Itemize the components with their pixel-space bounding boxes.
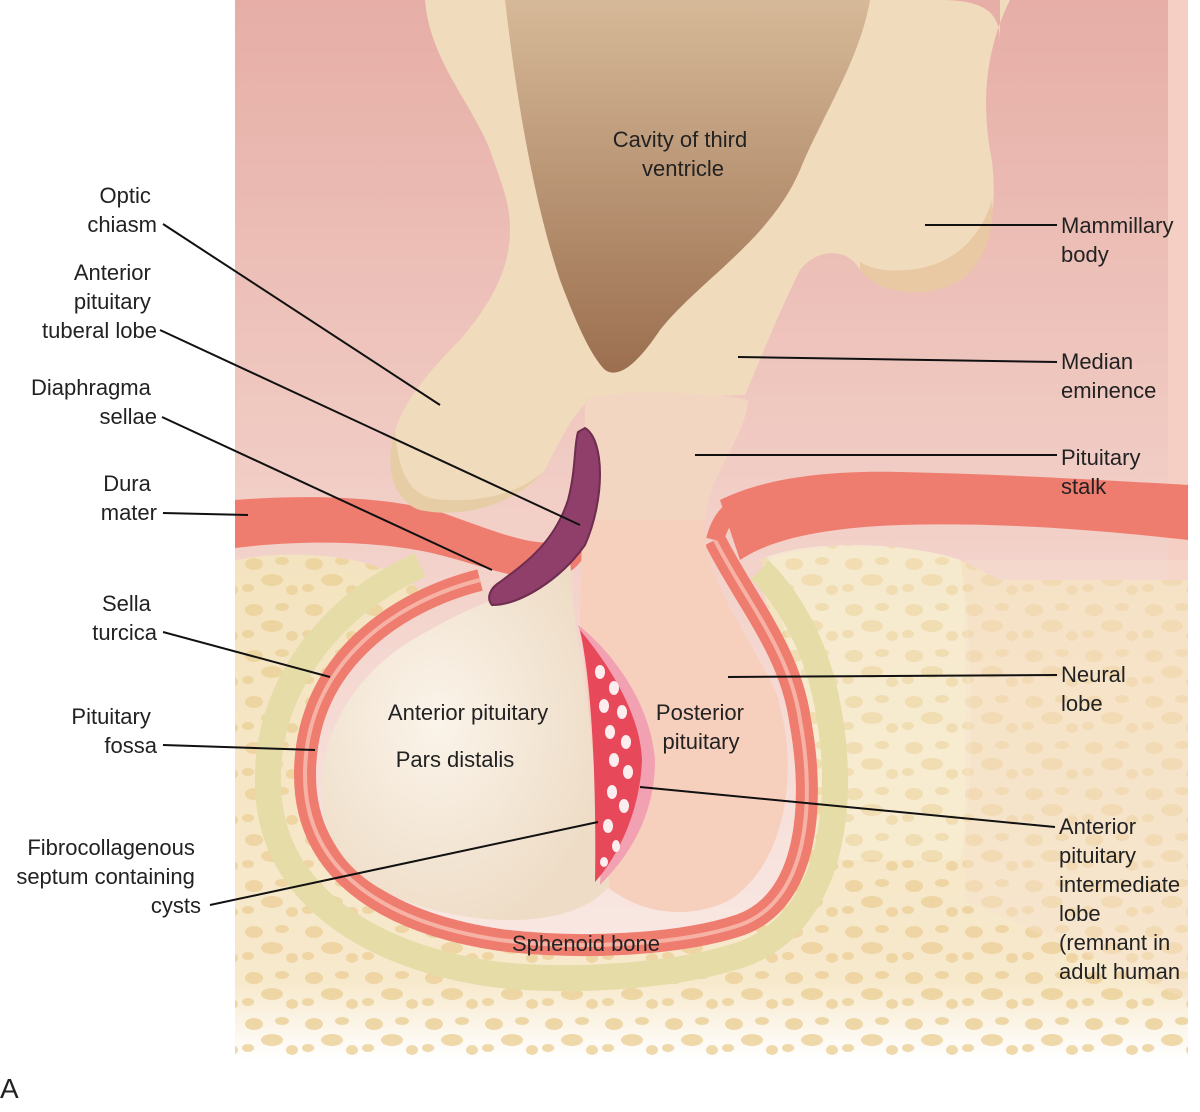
label-sphenoid-bone: Sphenoid bone: [512, 931, 660, 956]
label-fibrocollagenous-septum: Fibrocollagenous septum containing cysts: [16, 835, 201, 918]
leader-optic-chiasm: [162, 223, 441, 406]
fibrocollagenous-septum: [578, 625, 655, 885]
label-tuberal-lobe: Anterior pituitary tuberal lobe: [42, 260, 157, 343]
leader-tuberal-lobe: [159, 329, 581, 526]
tuberal-lobe-shape: [488, 426, 601, 607]
label-pituitary-fossa: Pituitary fossa: [71, 704, 157, 758]
dura-mater-shape: [235, 471, 1188, 579]
label-pituitary-stalk: Pituitary stalk: [1061, 445, 1147, 499]
label-median-eminence: Median eminence: [1061, 349, 1156, 403]
label-optic-chiasm: Optic chiasm: [87, 183, 157, 237]
label-intermediate-lobe: Anterior pituitary intermediate lobe (re…: [1059, 814, 1186, 984]
label-mammillary-body: Mammillary body: [1061, 213, 1180, 267]
label-dura-mater: Dura mater: [101, 471, 157, 525]
leader-intermediate-lobe: [639, 786, 1056, 828]
anterior-pituitary-shape: [321, 560, 610, 921]
brain-tissue-shape: [390, 0, 1010, 520]
label-anterior-pituitary: Anterior pituitary: [388, 700, 548, 725]
label-pars-distalis: Pars distalis: [396, 747, 515, 772]
leader-median-eminence: [737, 356, 1058, 363]
leader-lines: [159, 223, 1058, 906]
leader-neural-lobe: [727, 674, 1058, 678]
right-dura-edge: [706, 489, 763, 543]
leader-sella-turcica: [162, 631, 331, 678]
label-cavity-third-ventricle: Cavity of third ventricle: [613, 127, 754, 181]
leader-diaphragma-sellae: [161, 416, 493, 571]
leader-septum: [209, 821, 599, 906]
leader-dura-mater: [162, 512, 249, 516]
label-diaphragma-sellae: Diaphragma sellae: [31, 375, 157, 429]
panel-letter: A: [0, 1073, 19, 1104]
label-posterior-pituitary: Posterior pituitary: [656, 700, 750, 754]
label-neural-lobe: Neural lobe: [1061, 662, 1132, 716]
pituitary-fossa-ring: [254, 553, 849, 992]
label-sella-turcica: Sella turcica: [92, 591, 158, 645]
leader-pituitary-fossa: [162, 744, 316, 751]
